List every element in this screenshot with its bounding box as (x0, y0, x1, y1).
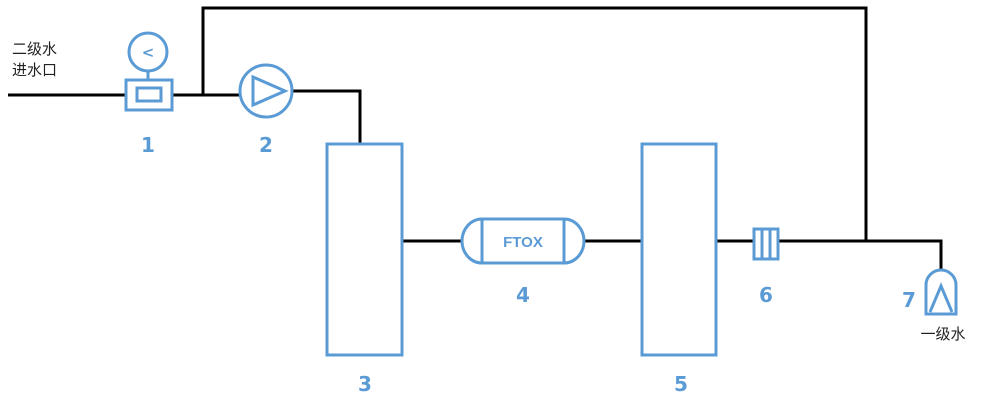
equipment-7-number: 7 (902, 288, 916, 312)
pressure-gauge-symbol: < (142, 44, 155, 62)
equipment-3-column: 3 (325, 142, 404, 396)
equipment-1-pressure-gauge-flowmeter: < 1 (124, 31, 174, 157)
pressure-gauge-icon (127, 31, 169, 73)
equipment-3-number: 3 (358, 372, 372, 396)
equipment-4-ftox: FTOX 4 (460, 217, 586, 307)
outlet-tap-spout (928, 282, 954, 313)
recirculation-loop-pipe (201, 6, 868, 241)
inlet-label-line-2: 进水口 (12, 61, 57, 79)
equipment-5-column: 5 (640, 142, 718, 396)
flowmeter-window (135, 86, 163, 103)
equipment-2-pump: 2 (238, 63, 294, 157)
equipment-2-number: 2 (259, 133, 273, 157)
equipment-5-number: 5 (674, 372, 688, 396)
filter-housing (752, 227, 780, 261)
equipment-4-number: 4 (516, 283, 530, 307)
ftox-label: FTOX (503, 234, 543, 251)
pump-triangle (251, 74, 289, 108)
outlet-label: 一级水 (920, 325, 965, 343)
equipment-6-filter: 6 (752, 227, 780, 307)
equipment-1-number: 1 (141, 133, 155, 157)
column-3-vessel (325, 142, 404, 357)
equipment-6-number: 6 (759, 283, 773, 307)
pipe-filter-to-outlet (778, 239, 943, 270)
pipe-pump-to-column-3 (293, 89, 362, 144)
equipment-7-outlet: 7 (902, 268, 958, 316)
inlet-label-line-1: 二级水 (12, 40, 57, 58)
pipes (8, 6, 943, 270)
column-5-vessel (640, 142, 718, 357)
